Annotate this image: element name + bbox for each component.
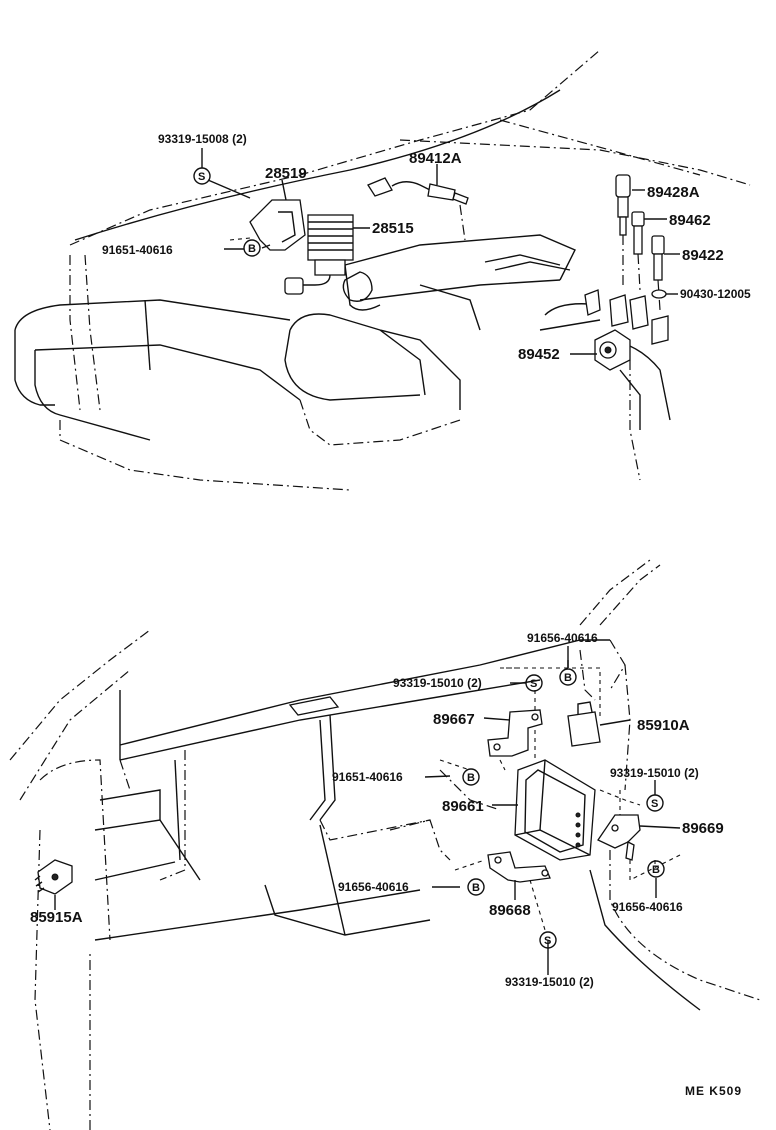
symbol-s-a: S	[525, 674, 543, 692]
label-28515: 28515	[372, 220, 414, 237]
svg-text:B: B	[564, 672, 572, 684]
label-91656-40616-c: 91656-40616	[612, 900, 683, 914]
label-89667: 89667	[433, 711, 475, 728]
symbol-b-c: B	[647, 860, 665, 878]
label-89412A: 89412A	[409, 150, 462, 167]
symbol-s-top: S	[193, 167, 211, 185]
label-89661: 89661	[442, 798, 484, 815]
svg-text:B: B	[467, 772, 475, 784]
label-89669: 89669	[682, 820, 724, 837]
label-93319-15008: 93319-15008 (2)	[158, 132, 247, 146]
svg-text:S: S	[530, 678, 537, 690]
ecu-89661[interactable]	[514, 759, 596, 861]
symbol-s-b: S	[646, 794, 664, 812]
label-91656-40616-a: 91656-40616	[527, 631, 598, 645]
bracket-89667[interactable]	[487, 709, 543, 757]
ignitor-28515[interactable]	[284, 214, 354, 295]
bracket-89668[interactable]	[487, 851, 551, 883]
label-91651-40616-bot: 91651-40616	[332, 770, 403, 784]
switch-85915A[interactable]	[34, 859, 73, 895]
symbol-b-b: B	[467, 878, 485, 896]
relay-85910A[interactable]	[567, 701, 601, 747]
oxygen-sensor-89412A[interactable]	[367, 177, 469, 241]
sensor-89422[interactable]	[651, 235, 665, 311]
bracket-89669[interactable]	[597, 814, 641, 861]
label-89422: 89422	[682, 247, 724, 264]
label-89668: 89668	[489, 902, 531, 919]
sensor-89462[interactable]	[631, 211, 645, 291]
symbol-b-a: B	[559, 668, 577, 686]
label-89462: 89462	[669, 212, 711, 229]
svg-text:S: S	[651, 798, 658, 810]
symbol-s-c: S	[539, 931, 557, 949]
svg-text:S: S	[198, 171, 205, 183]
sensor-89428A[interactable]	[615, 174, 631, 285]
label-89452: 89452	[518, 346, 560, 363]
symbol-b-top: B	[243, 239, 261, 257]
label-91651-40616-top: 91651-40616	[102, 243, 173, 257]
dashboard-illustration	[9, 559, 761, 1130]
throttle-sensor-89452[interactable]	[584, 289, 669, 371]
ignitor-bracket-28519[interactable]	[249, 199, 306, 251]
svg-text:S: S	[544, 935, 551, 947]
label-93319-15010-b: 93319-15010 (2)	[610, 766, 699, 780]
figure-code: ME K509	[684, 1084, 742, 1098]
engine-bay-illustration	[14, 49, 751, 491]
label-85910A: 85910A	[637, 717, 690, 734]
label-89428A: 89428A	[647, 184, 700, 201]
label-85915A: 85915A	[30, 909, 83, 926]
label-28519: 28519	[265, 165, 307, 182]
svg-text:B: B	[248, 243, 256, 255]
symbol-b-bot: B	[462, 768, 480, 786]
label-93319-15010-a: 93319-15010 (2)	[393, 676, 482, 690]
label-93319-15010-c: 93319-15010 (2)	[505, 975, 594, 989]
gasket-90430-12005[interactable]	[651, 289, 667, 299]
label-91656-40616-b: 91656-40616	[338, 880, 409, 894]
svg-text:B: B	[472, 882, 480, 894]
label-90430-12005: 90430-12005	[680, 287, 751, 301]
svg-text:B: B	[652, 864, 660, 876]
